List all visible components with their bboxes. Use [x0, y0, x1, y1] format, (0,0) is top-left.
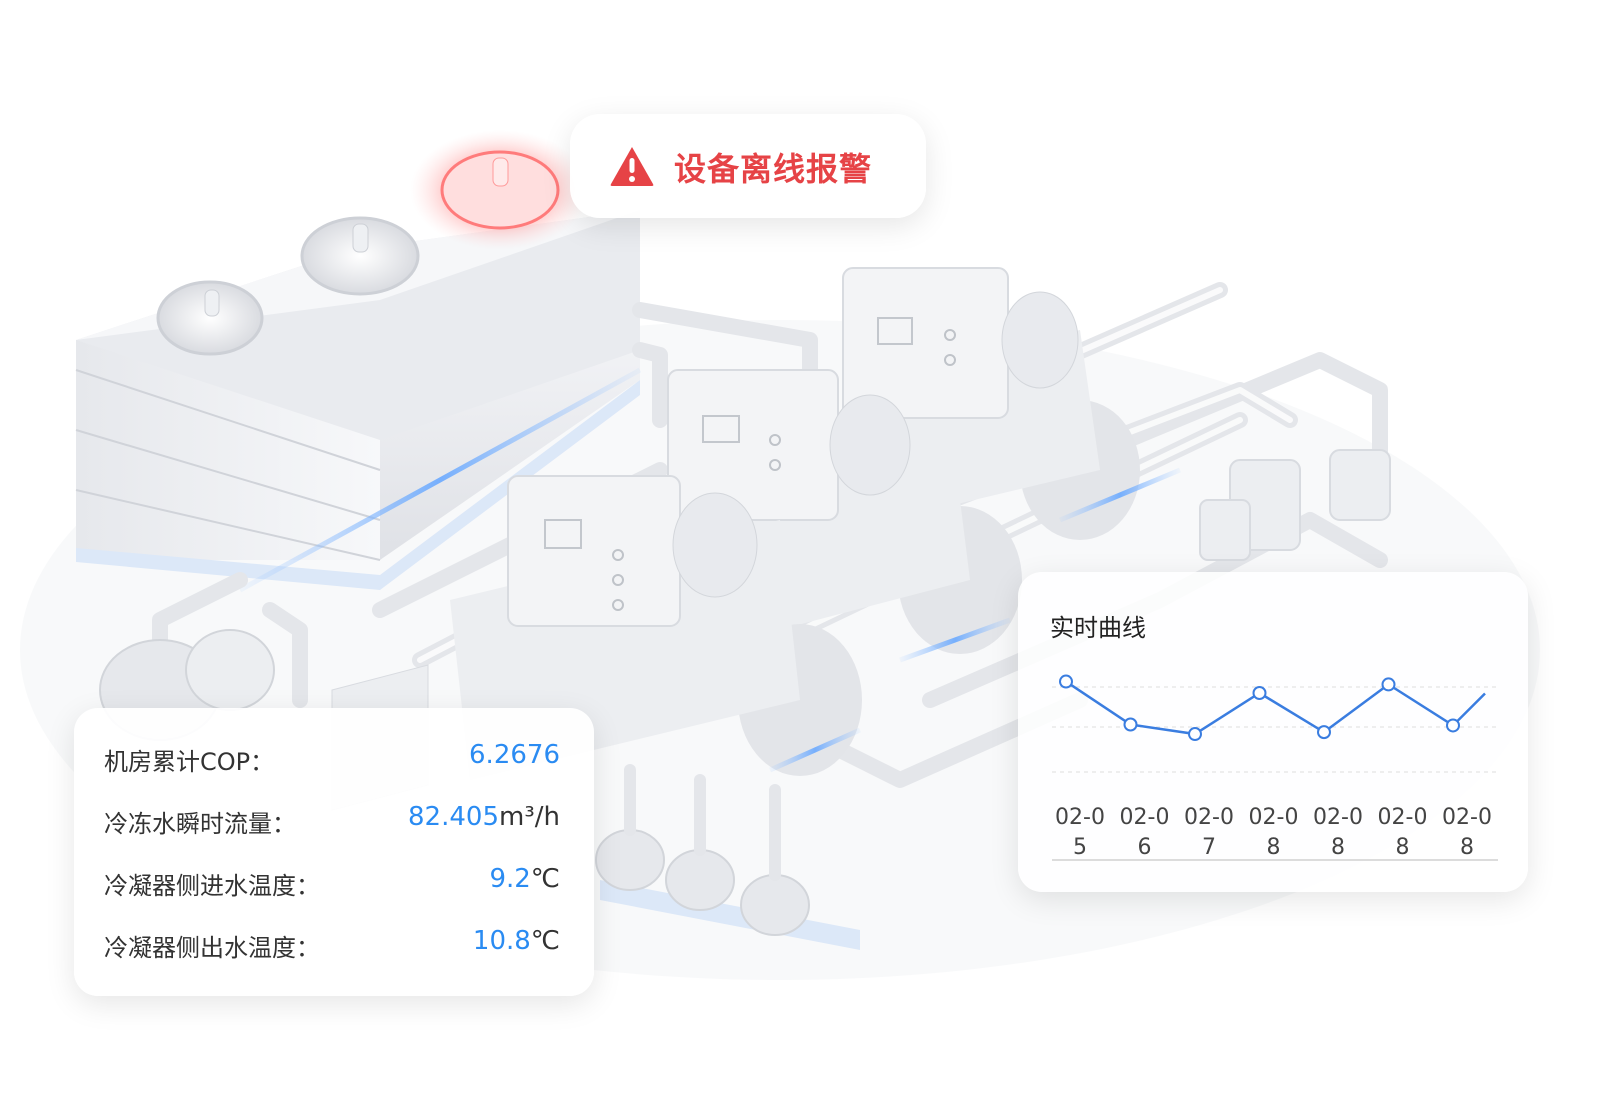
- data-point[interactable]: [1188, 727, 1202, 742]
- warning-triangle-icon: [610, 147, 654, 186]
- stat-row-outlet-temp: 冷凝器侧出水温度： 10.8℃: [104, 924, 560, 964]
- stat-label: 冷冻水瞬时流量：: [104, 810, 296, 838]
- data-point[interactable]: [1317, 725, 1331, 740]
- curve-title: 实时曲线: [1050, 614, 1146, 642]
- data-point[interactable]: [1059, 674, 1073, 689]
- data-point[interactable]: [1252, 686, 1267, 700]
- alert-text: 设备离线报警: [674, 150, 873, 188]
- stat-label: 冷凝器侧进水温度：: [104, 872, 320, 900]
- data-point[interactable]: [1123, 717, 1138, 732]
- stat-value: 10.8℃: [472, 926, 560, 956]
- stat-value: 82.405m³/h: [408, 802, 560, 832]
- stat-value: 9.2℃: [489, 864, 560, 894]
- data-point[interactable]: [1381, 677, 1396, 692]
- stat-value: 6.2676: [469, 740, 560, 770]
- stats-card: 机房累计COP： 6.2676 冷冻水瞬时流量： 82.405m³/h 冷凝器侧…: [74, 708, 594, 996]
- stat-row-cop: 机房累计COP： 6.2676: [104, 738, 560, 778]
- series-line: [1065, 680, 1486, 736]
- data-point[interactable]: [1446, 718, 1460, 733]
- stat-row-flow: 冷冻水瞬时流量： 82.405m³/h: [104, 800, 560, 840]
- device-offline-alert[interactable]: 设备离线报警: [570, 114, 926, 218]
- stat-label: 冷凝器侧出水温度：: [104, 934, 320, 962]
- stat-label: 机房累计COP：: [104, 748, 275, 776]
- stat-row-inlet-temp: 冷凝器侧进水温度： 9.2℃: [104, 862, 560, 902]
